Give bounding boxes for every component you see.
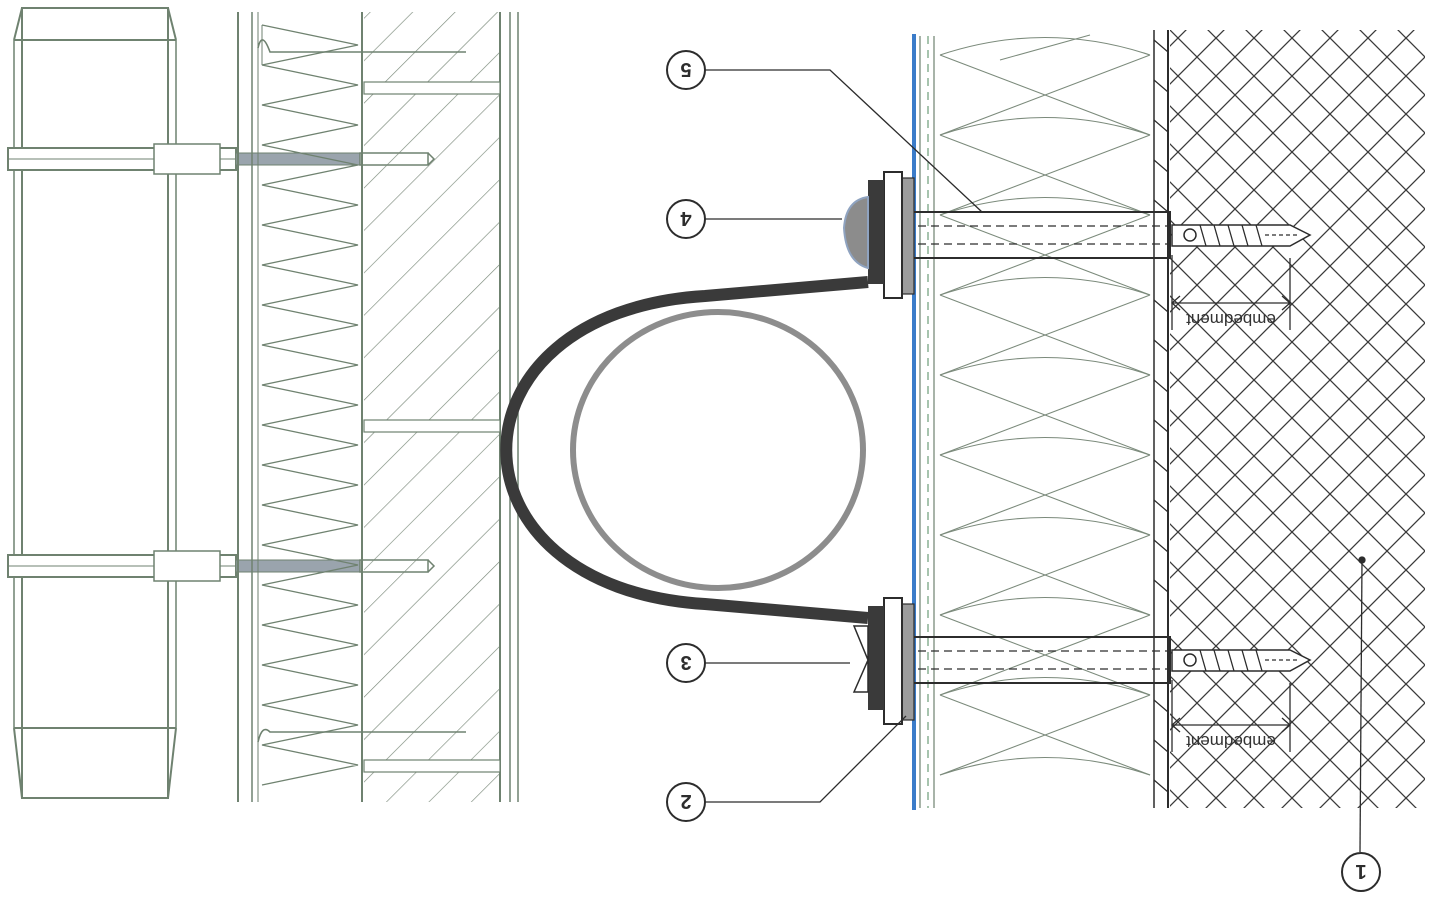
- svg-text:3: 3: [680, 651, 691, 673]
- callout-5: 5: [666, 50, 706, 90]
- embedment-dimension-lower: embedment: [1171, 680, 1291, 752]
- lower-clamp-band-elevation: [7, 550, 436, 582]
- thermal-insulation: [939, 34, 1151, 776]
- downpipe-elevation: [13, 7, 177, 799]
- svg-text:1: 1: [1355, 860, 1366, 882]
- side-elevation-view: [7, 7, 519, 802]
- u-shaped-pipe-clamp: [500, 276, 869, 624]
- svg-text:5: 5: [680, 58, 691, 80]
- callout-2: 2: [666, 782, 706, 822]
- plan-section-view: embedment embedment 5 4: [500, 30, 1425, 892]
- embedment-label-upper: embedment: [1186, 310, 1276, 329]
- svg-text:2: 2: [680, 790, 691, 812]
- callout-leader-lines: [705, 69, 1366, 853]
- facade-layers-elevation: [237, 12, 519, 802]
- embedment-label-lower: embedment: [1186, 732, 1276, 751]
- callout-1: 1: [1341, 852, 1381, 892]
- lower-fixing-assembly: [852, 597, 1312, 725]
- callout-4: 4: [666, 199, 706, 239]
- svg-text:4: 4: [680, 207, 692, 229]
- upper-fixing-assembly: [842, 171, 1312, 299]
- callout-3: 3: [666, 643, 706, 683]
- embedment-dimension-upper: embedment: [1171, 255, 1291, 330]
- masonry-substrate: [1170, 30, 1425, 808]
- upper-clamp-band-elevation: [7, 143, 436, 175]
- downpipe-cross-section: [570, 309, 866, 591]
